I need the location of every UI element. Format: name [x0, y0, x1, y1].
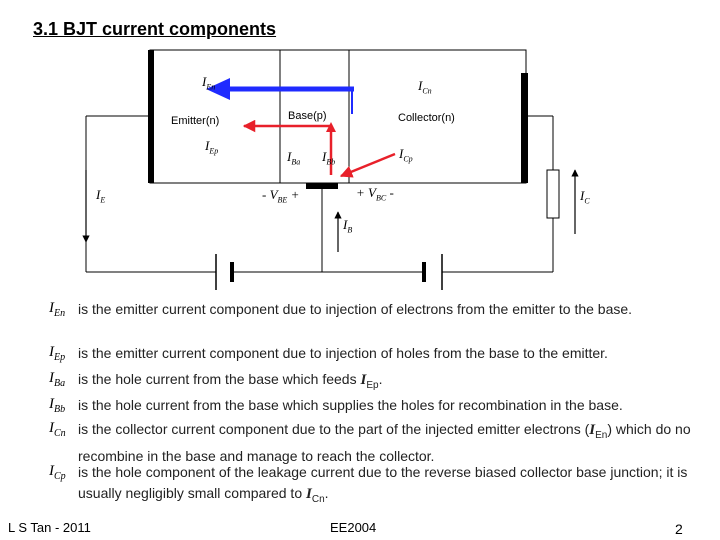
desc-text-ien: is the emitter current component due to … [78, 301, 633, 317]
label-vbe: - VBE + [262, 187, 300, 205]
desc-text-iep: is the emitter current component due to … [78, 345, 608, 361]
region-base: Base(p) [288, 110, 327, 122]
collector-contact [521, 73, 528, 183]
desc-symbol-iba: IBa [49, 370, 66, 389]
region-emitter: Emitter(n) [171, 115, 220, 127]
region-collector: Collector(n) [398, 112, 455, 124]
footer-author: L S Tan - 2011 [8, 520, 91, 535]
page-number: 2 [675, 521, 683, 537]
desc-symbol-ibb: IBb [49, 396, 66, 415]
electron-flow-arrowhead [206, 78, 230, 100]
desc-text-iba: is the hole current from the base which … [78, 371, 383, 391]
label-vbc: + VBC - [356, 185, 394, 203]
desc-text-ibb: is the hole current from the base which … [78, 397, 623, 413]
label-ib: IB [343, 217, 353, 235]
label-ibb: IBb [322, 149, 336, 167]
bjt-diagram [82, 49, 579, 290]
emitter-contact [148, 50, 154, 183]
desc-symbol-iep: IEp [49, 344, 66, 363]
slide-title: 3.1 BJT current components [33, 19, 277, 39]
desc-symbol-ien: IEn [49, 300, 66, 319]
desc-text-icn: is the collector current component due t… [78, 421, 691, 464]
label-icn: ICn [418, 78, 432, 96]
desc-symbol-icp: ICp [49, 463, 66, 482]
label-iep: IEp [205, 138, 219, 156]
label-icp: ICp [399, 146, 413, 164]
label-iba: IBa [287, 149, 301, 167]
collector-resistor [546, 169, 560, 219]
base-contact [306, 183, 338, 189]
label-ie: IE [96, 187, 106, 205]
label-ic: IC [580, 188, 590, 206]
iba-arrowhead [326, 122, 336, 132]
desc-symbol-icn: ICn [49, 420, 66, 439]
label-ien: IEn [202, 74, 216, 92]
icp-arrow [339, 152, 396, 178]
footer-course: EE2004 [330, 520, 377, 535]
desc-text-icp: is the hole component of the leakage cur… [78, 464, 688, 505]
